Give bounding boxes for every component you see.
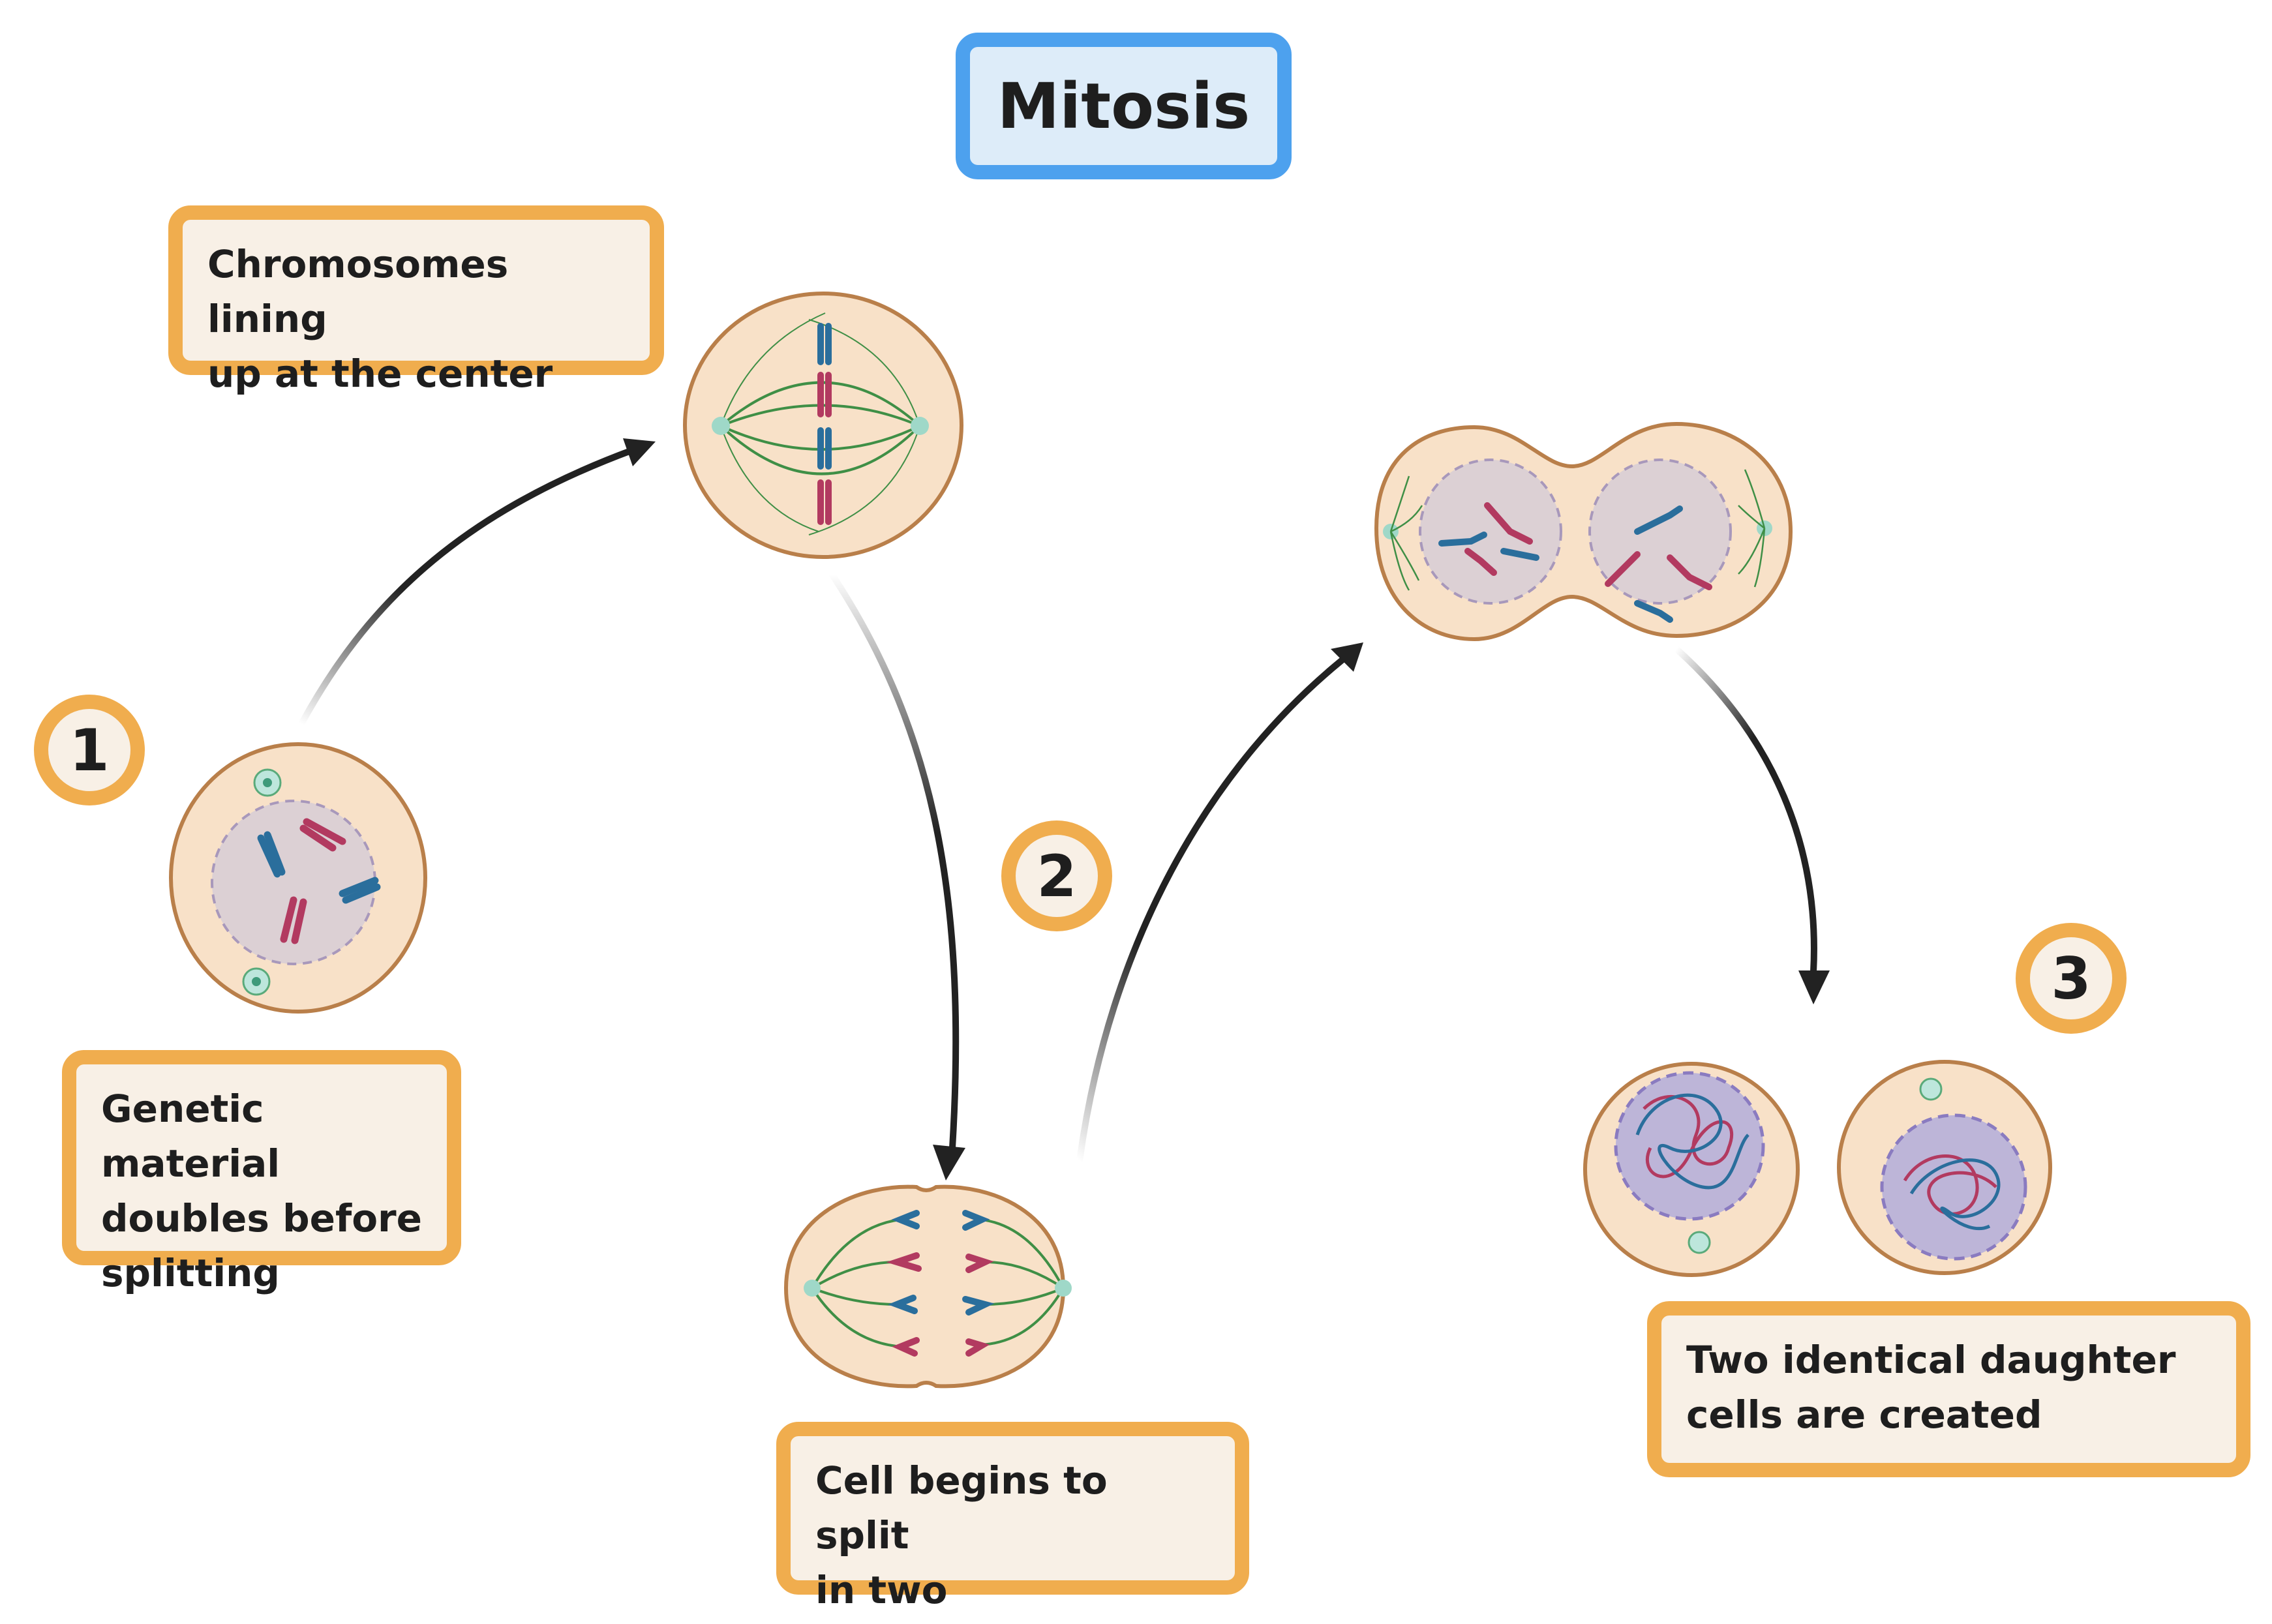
chromosome-blue bbox=[817, 427, 832, 470]
arrow-prophase-to-metaphase bbox=[298, 438, 656, 726]
arrow-anaphase-to-telophase bbox=[1076, 642, 1363, 1162]
chromosome-red bbox=[965, 1338, 990, 1357]
label-line: Cell begins to split bbox=[815, 1458, 1108, 1557]
step-number: 1 bbox=[69, 716, 110, 784]
chromosome-blue bbox=[339, 877, 381, 904]
nucleus bbox=[1880, 1113, 2027, 1261]
label-anaphase: Cell begins to split in two bbox=[776, 1422, 1249, 1612]
chromosome-red bbox=[886, 1252, 922, 1272]
daughter-cell-right bbox=[1837, 1060, 2052, 1275]
daughter-cells bbox=[1583, 1060, 2052, 1277]
chromosome-blue bbox=[1634, 505, 1683, 535]
chromosome-blue bbox=[962, 1210, 990, 1231]
spindle-fibers bbox=[811, 1218, 1065, 1348]
chromosome-red bbox=[1464, 548, 1497, 576]
centrosome bbox=[1055, 1280, 1072, 1297]
label-daughters: Two identical daughter cells are created bbox=[1647, 1301, 2250, 1477]
chromosome-red bbox=[817, 372, 832, 417]
chromatin bbox=[1635, 1093, 1749, 1190]
chromosome-blue bbox=[257, 831, 286, 878]
telophase-cell bbox=[1374, 421, 1793, 642]
label-metaphase: Chromosomes lining up at the center bbox=[168, 205, 664, 396]
centrosome bbox=[804, 1280, 821, 1297]
chromosome-blue bbox=[1634, 600, 1673, 623]
daughter-cell-left bbox=[1583, 1062, 1800, 1277]
centrosome bbox=[911, 417, 929, 435]
step-number: 3 bbox=[2051, 944, 2091, 1012]
cell-membrane bbox=[783, 1184, 1066, 1389]
chromosome-red bbox=[817, 479, 832, 525]
metaphase-cell bbox=[683, 292, 963, 559]
diagram-title: Mitosis bbox=[956, 33, 1292, 179]
centrosome bbox=[242, 967, 271, 996]
chromosome-blue bbox=[888, 1295, 918, 1314]
chromosome-red bbox=[280, 896, 307, 944]
label-line: Chromosomes lining bbox=[207, 242, 509, 341]
anaphase-cell bbox=[783, 1184, 1072, 1389]
arrow-telophase-to-daughters bbox=[1674, 646, 1830, 1004]
chromosome-red bbox=[1605, 551, 1641, 587]
label-line: in two bbox=[815, 1568, 948, 1612]
label-line: Two identical daughter bbox=[1686, 1338, 2176, 1382]
step-badge-1: 1 bbox=[34, 695, 145, 805]
chromatin bbox=[1903, 1154, 2001, 1231]
label-line: cells are created bbox=[1686, 1392, 2042, 1437]
chromosome-red bbox=[892, 1337, 920, 1357]
step-badge-2: 2 bbox=[1001, 820, 1112, 931]
chromosome-blue bbox=[891, 1210, 920, 1229]
centrosome bbox=[712, 417, 730, 435]
label-line: doubles before bbox=[101, 1196, 422, 1241]
title-text: Mitosis bbox=[997, 69, 1250, 143]
centrosome bbox=[1688, 1231, 1711, 1254]
nucleus bbox=[1419, 459, 1562, 605]
chromosome-red bbox=[1667, 554, 1712, 590]
label-line: splitting bbox=[101, 1251, 280, 1295]
chromosome-red bbox=[299, 818, 346, 852]
step-number: 2 bbox=[1037, 842, 1077, 910]
centrosome bbox=[1919, 1077, 1943, 1101]
chromosome-blue bbox=[1438, 532, 1487, 547]
step-badge-3: 3 bbox=[2016, 923, 2127, 1034]
chromosome-blue bbox=[962, 1296, 995, 1316]
label-prophase: Genetic material doubles before splittin… bbox=[62, 1050, 461, 1295]
label-line: Genetic material bbox=[101, 1087, 280, 1186]
cell-membrane bbox=[683, 292, 963, 559]
chromosome-blue bbox=[1500, 548, 1539, 561]
spindle-fibers bbox=[1389, 469, 1766, 591]
chromosome-red bbox=[965, 1254, 994, 1273]
prophase-cell bbox=[169, 742, 427, 1014]
centrosome bbox=[253, 768, 282, 797]
chromosome-blue bbox=[817, 323, 832, 365]
chromosome-red bbox=[1484, 502, 1533, 545]
label-line: up at the center bbox=[207, 352, 553, 396]
arrow-metaphase-to-anaphase bbox=[828, 572, 965, 1180]
